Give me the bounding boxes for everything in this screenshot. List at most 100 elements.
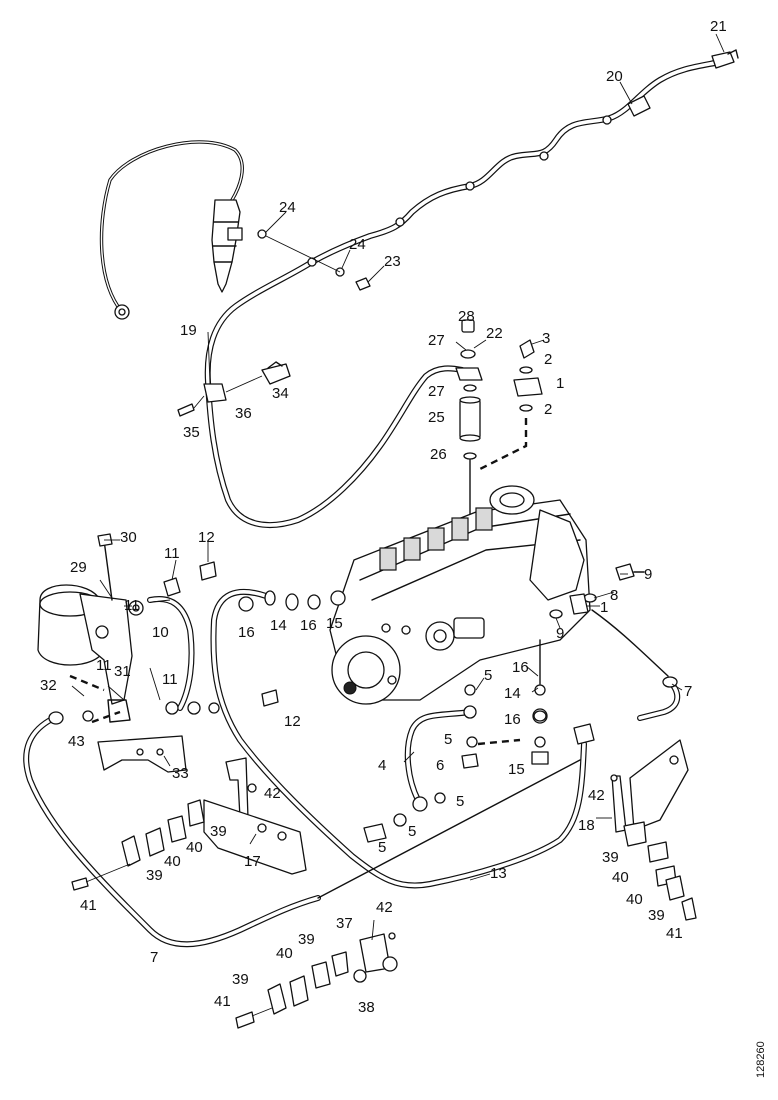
label-25: 25: [428, 409, 445, 426]
leader-lines: [71, 33, 725, 941]
label-39-d: 39: [648, 907, 665, 924]
label-11-c: 11: [96, 657, 112, 674]
label-39-c: 39: [146, 867, 163, 884]
label-11-d: 11: [162, 671, 178, 688]
pipe-clamps-right: [610, 774, 697, 921]
fuel-pipe-7-left: [23, 711, 581, 948]
label-39-a: 39: [210, 823, 227, 840]
label-29: 29: [70, 559, 87, 576]
label-21: 21: [710, 18, 727, 35]
label-23: 23: [384, 253, 401, 270]
fastener-set-23-24: [257, 229, 371, 291]
label-35: 35: [183, 424, 200, 441]
label-41: 41: [214, 993, 231, 1010]
label-5-e: 5: [378, 839, 386, 856]
label-41-left: 41: [80, 897, 97, 914]
label-27: 27: [428, 383, 445, 400]
fuel-hose-10: [147, 561, 279, 715]
label-39: 39: [232, 971, 249, 988]
filter-bracket-33: [97, 735, 187, 773]
pipe-clamps-bottom: [235, 932, 398, 1029]
fuel-filter-assembly: [455, 319, 483, 541]
pipe-clamp: [177, 361, 291, 417]
label-42-mid: 42: [264, 785, 281, 802]
label-43: 43: [68, 733, 85, 750]
label-40-a: 40: [186, 839, 203, 856]
label-39-e: 39: [298, 931, 315, 948]
pipe-bracket-17: [203, 757, 307, 875]
label-24: 24: [349, 236, 366, 253]
label-7: 7: [150, 949, 158, 966]
label-5-d: 5: [408, 823, 416, 840]
pipe-clamps-left: [71, 799, 205, 891]
label-14-b: 14: [504, 685, 521, 702]
label-16-d: 16: [504, 711, 521, 728]
fuel-return-line: [204, 49, 739, 529]
fuel-feed-pipe-13: [210, 589, 595, 889]
label-2: 2: [544, 401, 552, 418]
label-9: 9: [556, 625, 564, 642]
label-3: 3: [542, 330, 550, 347]
label-10: 10: [152, 624, 169, 641]
banjo-fitting-1-3: [477, 339, 543, 472]
injection-pump: [329, 485, 591, 705]
label-38: 38: [358, 999, 375, 1016]
label-40-c: 40: [612, 869, 629, 886]
label-20: 20: [606, 68, 623, 85]
label-32: 32: [40, 677, 57, 694]
label-11: 11: [124, 597, 140, 614]
label-39-b: 39: [602, 849, 619, 866]
label-31: 31: [114, 663, 131, 680]
fuel-prefilter-bowl: [37, 584, 133, 723]
label-19: 19: [180, 322, 197, 339]
label-30: 30: [120, 529, 137, 546]
label-40-e: 40: [276, 945, 293, 962]
label-15: 15: [508, 761, 525, 778]
label-18: 18: [578, 817, 595, 834]
label-13: 13: [490, 865, 507, 882]
label-16-c: 16: [512, 659, 529, 676]
label-41-right: 41: [666, 925, 683, 942]
label-40-b: 40: [164, 853, 181, 870]
label-16-a: 16: [238, 624, 255, 641]
fuel-pipe-7-right: [591, 609, 681, 721]
label-24-top: 24: [279, 199, 296, 216]
label-14-a: 14: [270, 617, 287, 634]
pipe-bracket-18: [611, 739, 689, 833]
label-28: 28: [458, 308, 475, 325]
label-26: 26: [430, 446, 447, 463]
label-17: 17: [244, 853, 261, 870]
label-34: 34: [272, 385, 289, 402]
label-16-b: 16: [300, 617, 317, 634]
label-5-a: 5: [484, 667, 492, 684]
label-9-right: 9: [644, 566, 652, 583]
label-40-d: 40: [626, 891, 643, 908]
part-number-labels: 21 20 24 24 23 19 28 27 22 3 2 1 27 2 25…: [40, 18, 727, 1016]
label-36: 36: [235, 405, 252, 422]
label-5-c: 5: [456, 793, 464, 810]
label-42-right: 42: [588, 787, 605, 804]
label-5-b: 5: [444, 731, 452, 748]
label-6: 6: [436, 757, 444, 774]
label-12: 12: [284, 713, 301, 730]
label-4: 4: [378, 757, 386, 774]
label-22: 22: [486, 325, 503, 342]
label-1-top: 1: [556, 375, 564, 392]
label-11-top: 11: [164, 545, 180, 562]
fuel-injector: [211, 199, 243, 293]
figure-reference-number: 128260: [755, 1041, 767, 1078]
label-33: 33: [172, 765, 189, 782]
bolts-30-43: [69, 533, 144, 724]
label-7-right: 7: [684, 683, 692, 700]
label-27-top: 27: [428, 332, 445, 349]
label-12-top: 12: [198, 529, 215, 546]
label-8: 8: [610, 587, 618, 604]
label-2-top: 2: [544, 351, 552, 368]
label-42: 42: [376, 899, 393, 916]
overflow-valve-assembly: [549, 563, 645, 619]
label-37: 37: [336, 915, 353, 932]
injector-sensor-wire: [99, 140, 244, 320]
label-1: 1: [600, 599, 608, 616]
fuel-pipe-4: [404, 705, 477, 812]
